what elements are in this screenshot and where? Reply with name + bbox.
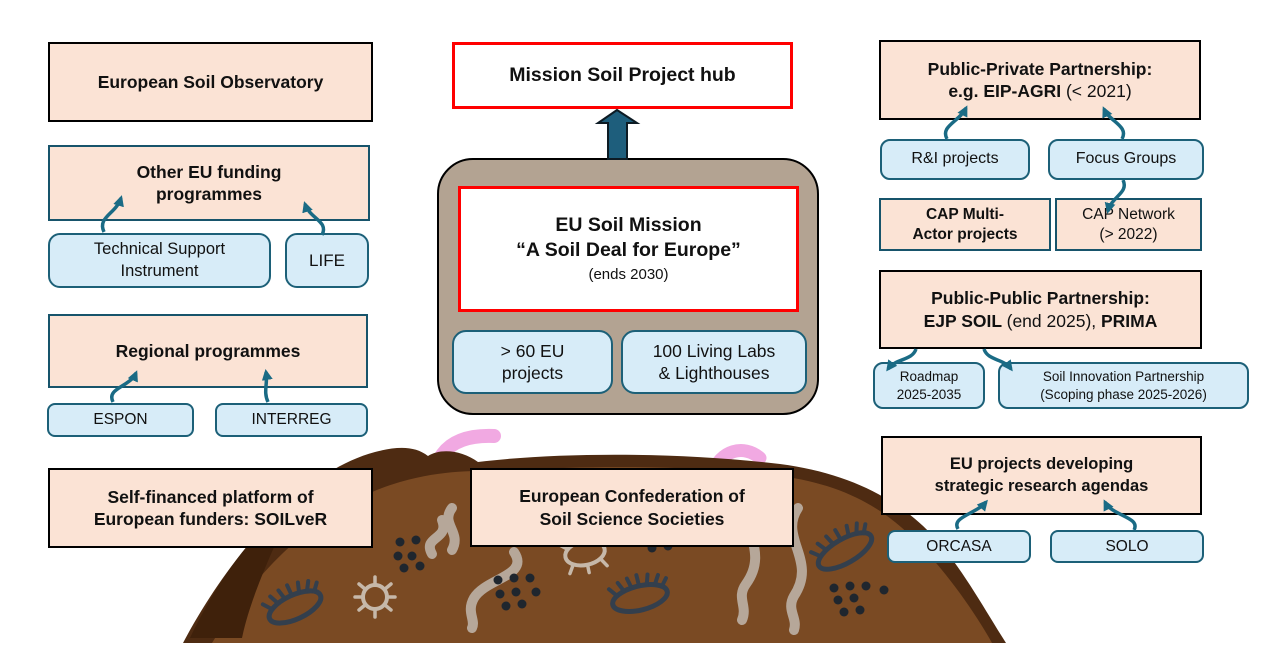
ri-projects-box: R&I projects [880, 139, 1030, 180]
eu-projects-agendas-box: EU projects developing strategic researc… [881, 436, 1202, 515]
living-labs-box: 100 Living Labs & Lighthouses [621, 330, 807, 394]
mission-soil-project-hub-box: Mission Soil Project hub [452, 42, 793, 109]
public-public-partnership-box: Public-Public Partnership: EJP SOIL (end… [879, 270, 1202, 349]
orcasa-box: ORCASA [887, 530, 1031, 563]
focus-groups-box: Focus Groups [1048, 139, 1204, 180]
technical-support-instrument-box: Technical Support Instrument [48, 233, 271, 288]
roadmap-box: Roadmap 2025-2035 [873, 362, 985, 409]
box-label: European Soil Observatory [97, 71, 324, 92]
cap-multi-actor-box: CAP Multi- Actor projects [879, 198, 1051, 251]
european-soil-observatory-box: European Soil Observatory [48, 42, 373, 122]
public-private-partnership-box: Public-Private Partnership: e.g. EIP-AGR… [879, 40, 1201, 120]
espon-box: ESPON [47, 403, 194, 437]
eu-projects-count-box: > 60 EU projects [452, 330, 613, 394]
other-eu-funding-box: Other EU funding programmes [48, 145, 370, 221]
soil-innovation-partnership-box: Soil Innovation Partnership (Scoping pha… [998, 362, 1249, 409]
eu-soil-mission-box: EU Soil Mission “A Soil Deal for Europe”… [458, 186, 799, 312]
regional-programmes-box: Regional programmes [48, 314, 368, 388]
interreg-box: INTERREG [215, 403, 368, 437]
up-arrow-icon [594, 108, 641, 160]
solo-box: SOLO [1050, 530, 1204, 563]
life-box: LIFE [285, 233, 369, 288]
ecsss-box: European Confederation of Soil Science S… [470, 468, 794, 547]
cap-network-box: CAP Network (> 2022) [1055, 198, 1202, 251]
light-bug-icon [353, 533, 609, 619]
mission-end-date: (ends 2030) [588, 266, 669, 284]
self-financed-platform-box: Self-financed platform of European funde… [48, 468, 373, 548]
